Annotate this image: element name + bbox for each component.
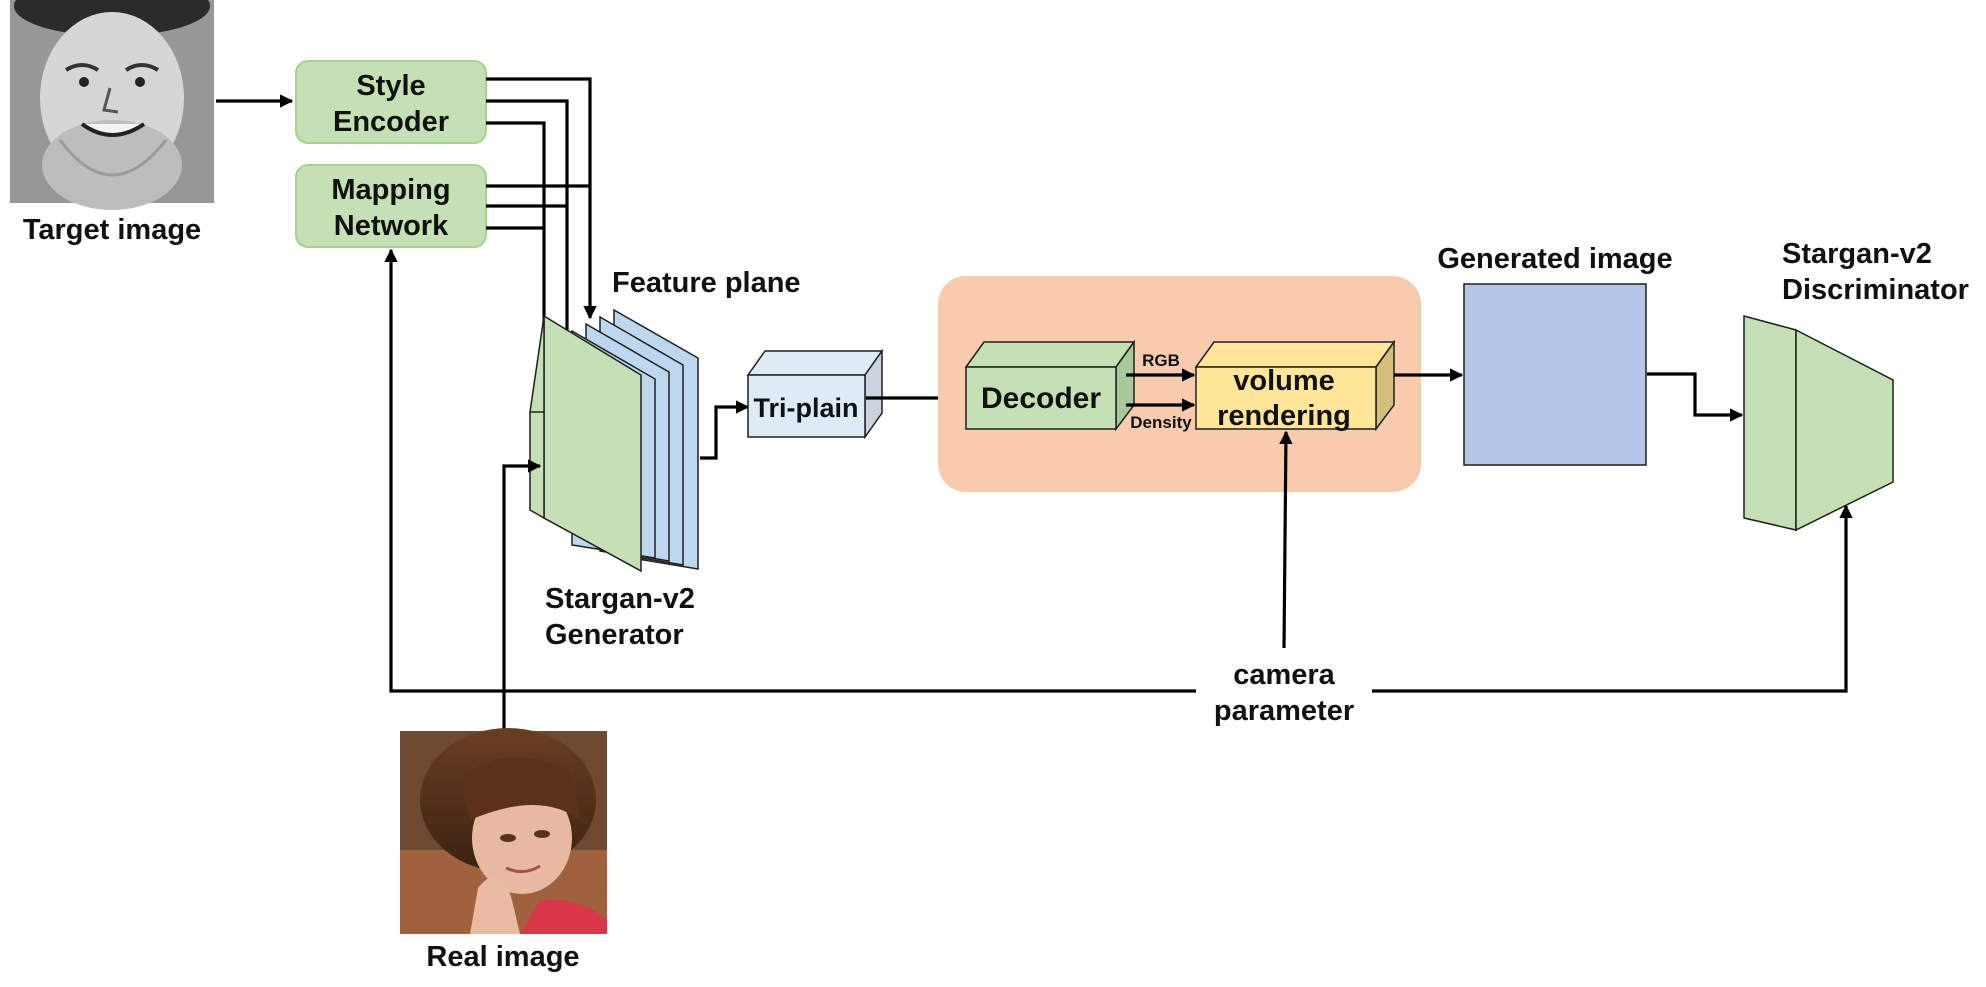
discriminator-label-1: Stargan-v2 — [1782, 238, 1932, 270]
decoder-box: Decoder — [964, 339, 1136, 432]
triplain-label: Tri-plain — [753, 393, 858, 423]
real-image-photo — [400, 728, 607, 934]
rgb-label: RGB — [1142, 351, 1180, 370]
generated-image-box — [1463, 283, 1647, 466]
image-to-discriminator-arrow — [1647, 372, 1744, 422]
generator-label-1: Stargan-v2 — [545, 583, 695, 615]
style-encoder-box: Style Encoder — [295, 60, 487, 144]
style-encoder-label-1: Style — [356, 70, 425, 102]
volume-rendering-box: volume rendering — [1194, 339, 1396, 432]
target-image-label: Target image — [23, 214, 201, 246]
discriminator-label-2: Discriminator — [1782, 274, 1969, 306]
mapping-network-label-2: Network — [334, 210, 449, 242]
generated-image-label: Generated image — [1437, 243, 1672, 275]
planes-to-triplain-arrow — [700, 400, 750, 460]
generator-label-2: Generator — [545, 619, 684, 651]
decoder-label: Decoder — [981, 382, 1101, 415]
rendering-panel — [938, 276, 1421, 492]
real-to-generator-arrow — [502, 459, 542, 733]
mapping-network-box: Mapping Network — [295, 164, 487, 248]
camera-parameter-label-1: camera — [1233, 659, 1335, 691]
volume-rendering-label-2: rendering — [1217, 400, 1351, 432]
style-code-wires — [486, 77, 597, 392]
density-label: Density — [1130, 413, 1192, 432]
real-image-label: Real image — [426, 941, 579, 973]
target-image-photo — [10, 0, 214, 210]
triplain-box: Tri-plain — [746, 348, 884, 440]
feature-plane-label: Feature plane — [612, 267, 801, 299]
camera-parameter-wires — [384, 248, 1853, 693]
camera-parameter-label-2: parameter — [1214, 695, 1354, 727]
volume-rendering-label-1: volume — [1233, 365, 1335, 397]
camera-to-render-arrow — [1279, 430, 1293, 649]
mapping-network-label-1: Mapping — [331, 174, 450, 206]
style-encoder-label-2: Encoder — [333, 106, 449, 138]
discriminator-shape — [1743, 315, 1894, 532]
